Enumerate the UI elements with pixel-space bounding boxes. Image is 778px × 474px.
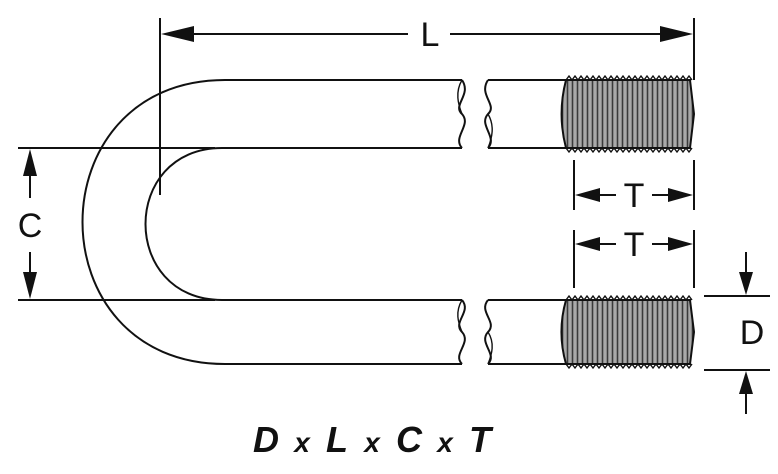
- inner-bend: [144, 147, 462, 301]
- thread-top-arrow-right: [668, 188, 693, 202]
- thread-top: [560, 74, 696, 154]
- diameter-arrow-bottom: [739, 371, 753, 394]
- formula-t: T: [469, 419, 494, 460]
- thread-bottom-dimension: T: [573, 226, 695, 288]
- bottom-leg-break-left-inner: [457, 299, 463, 333]
- formula-d: D: [253, 419, 279, 460]
- thread-top-crest-upper: [565, 74, 693, 82]
- length-arrow-right: [660, 26, 693, 42]
- centers-dimension: C: [18, 147, 215, 301]
- thread-bottom-label: T: [624, 226, 645, 264]
- thread-bottom-crest-upper: [565, 294, 693, 302]
- thread-top-crest-lower: [565, 146, 693, 154]
- length-label: L: [421, 16, 440, 54]
- bottom-leg-break-right-inner: [487, 331, 493, 365]
- formula-c: C: [396, 419, 423, 460]
- top-leg-break-right-inner: [487, 113, 493, 149]
- diameter-arrow-top: [739, 272, 753, 295]
- thread-bottom: [560, 294, 696, 370]
- length-dimension: L: [159, 16, 695, 195]
- formula-sep-2: x: [362, 427, 381, 458]
- centers-label: C: [18, 207, 43, 245]
- top-leg-break-left-inner: [457, 79, 463, 115]
- centers-arrow-top: [23, 149, 37, 176]
- centers-arrow-bottom: [23, 272, 37, 299]
- u-bolt-body: [81, 79, 566, 365]
- formula-l: L: [326, 419, 348, 460]
- formula: D x L x C x T: [253, 419, 494, 460]
- length-arrow-left: [161, 26, 194, 42]
- thread-top-dimension: T: [573, 160, 695, 215]
- formula-sep-3: x: [435, 427, 454, 458]
- diameter-label: D: [740, 314, 765, 352]
- thread-bottom-arrow-right: [668, 237, 693, 251]
- thread-top-label: T: [624, 177, 645, 215]
- formula-sep-1: x: [292, 427, 311, 458]
- thread-bottom-body: [560, 299, 696, 365]
- outer-bend: [81, 79, 462, 365]
- thread-bottom-arrow-left: [575, 237, 600, 251]
- thread-top-body: [560, 79, 696, 149]
- thread-bottom-crest-lower: [565, 362, 693, 370]
- thread-top-arrow-left: [575, 188, 600, 202]
- diameter-dimension: D: [704, 252, 770, 414]
